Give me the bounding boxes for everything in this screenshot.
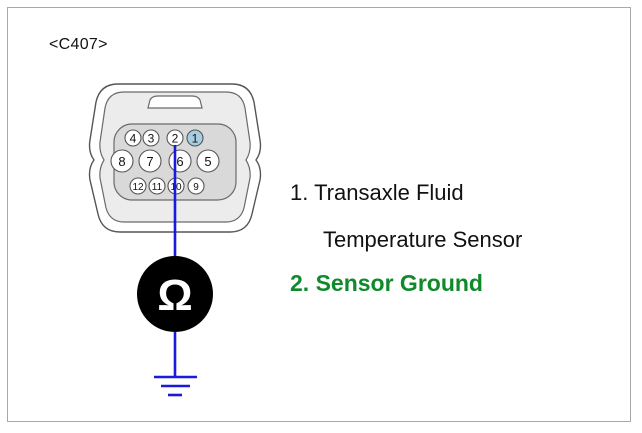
ground-icon: [154, 375, 197, 397]
pin-7: 7: [138, 149, 162, 173]
pin-5: 5: [196, 149, 220, 173]
ohmmeter-icon: Ω: [137, 256, 213, 332]
svg-text:11: 11: [152, 182, 163, 193]
svg-text:5: 5: [204, 154, 211, 169]
pin-1: 1: [186, 129, 204, 147]
svg-text:Ω: Ω: [157, 271, 192, 320]
svg-text:1: 1: [192, 132, 199, 146]
svg-text:3: 3: [148, 132, 155, 146]
pin-3: 3: [142, 129, 160, 147]
svg-text:2: 2: [172, 132, 179, 146]
svg-text:7: 7: [146, 154, 153, 169]
pin-9: 9: [187, 177, 205, 195]
pin-8: 8: [110, 149, 134, 173]
pin-4: 4: [124, 129, 142, 147]
svg-text:6: 6: [176, 154, 183, 169]
legend-item-2: 2. Sensor Ground: [290, 270, 483, 296]
pin-2: 2: [166, 129, 184, 147]
pin-12: 12: [129, 177, 147, 195]
svg-text:12: 12: [132, 182, 144, 193]
pin-row-top: 4 3 2 1: [124, 129, 204, 147]
legend-item-1-line-1: 1. Transaxle Fluid: [290, 180, 464, 205]
pin-row-middle: 8 7 6 5: [110, 149, 220, 173]
legend-item-1-line-2: Temperature Sensor: [323, 227, 523, 252]
connector-id-label: <C407>: [49, 36, 108, 53]
svg-text:8: 8: [118, 154, 125, 169]
pin-11: 11: [148, 177, 166, 195]
svg-text:9: 9: [193, 182, 199, 193]
pin-6: 6: [168, 149, 192, 173]
svg-text:4: 4: [130, 132, 137, 146]
